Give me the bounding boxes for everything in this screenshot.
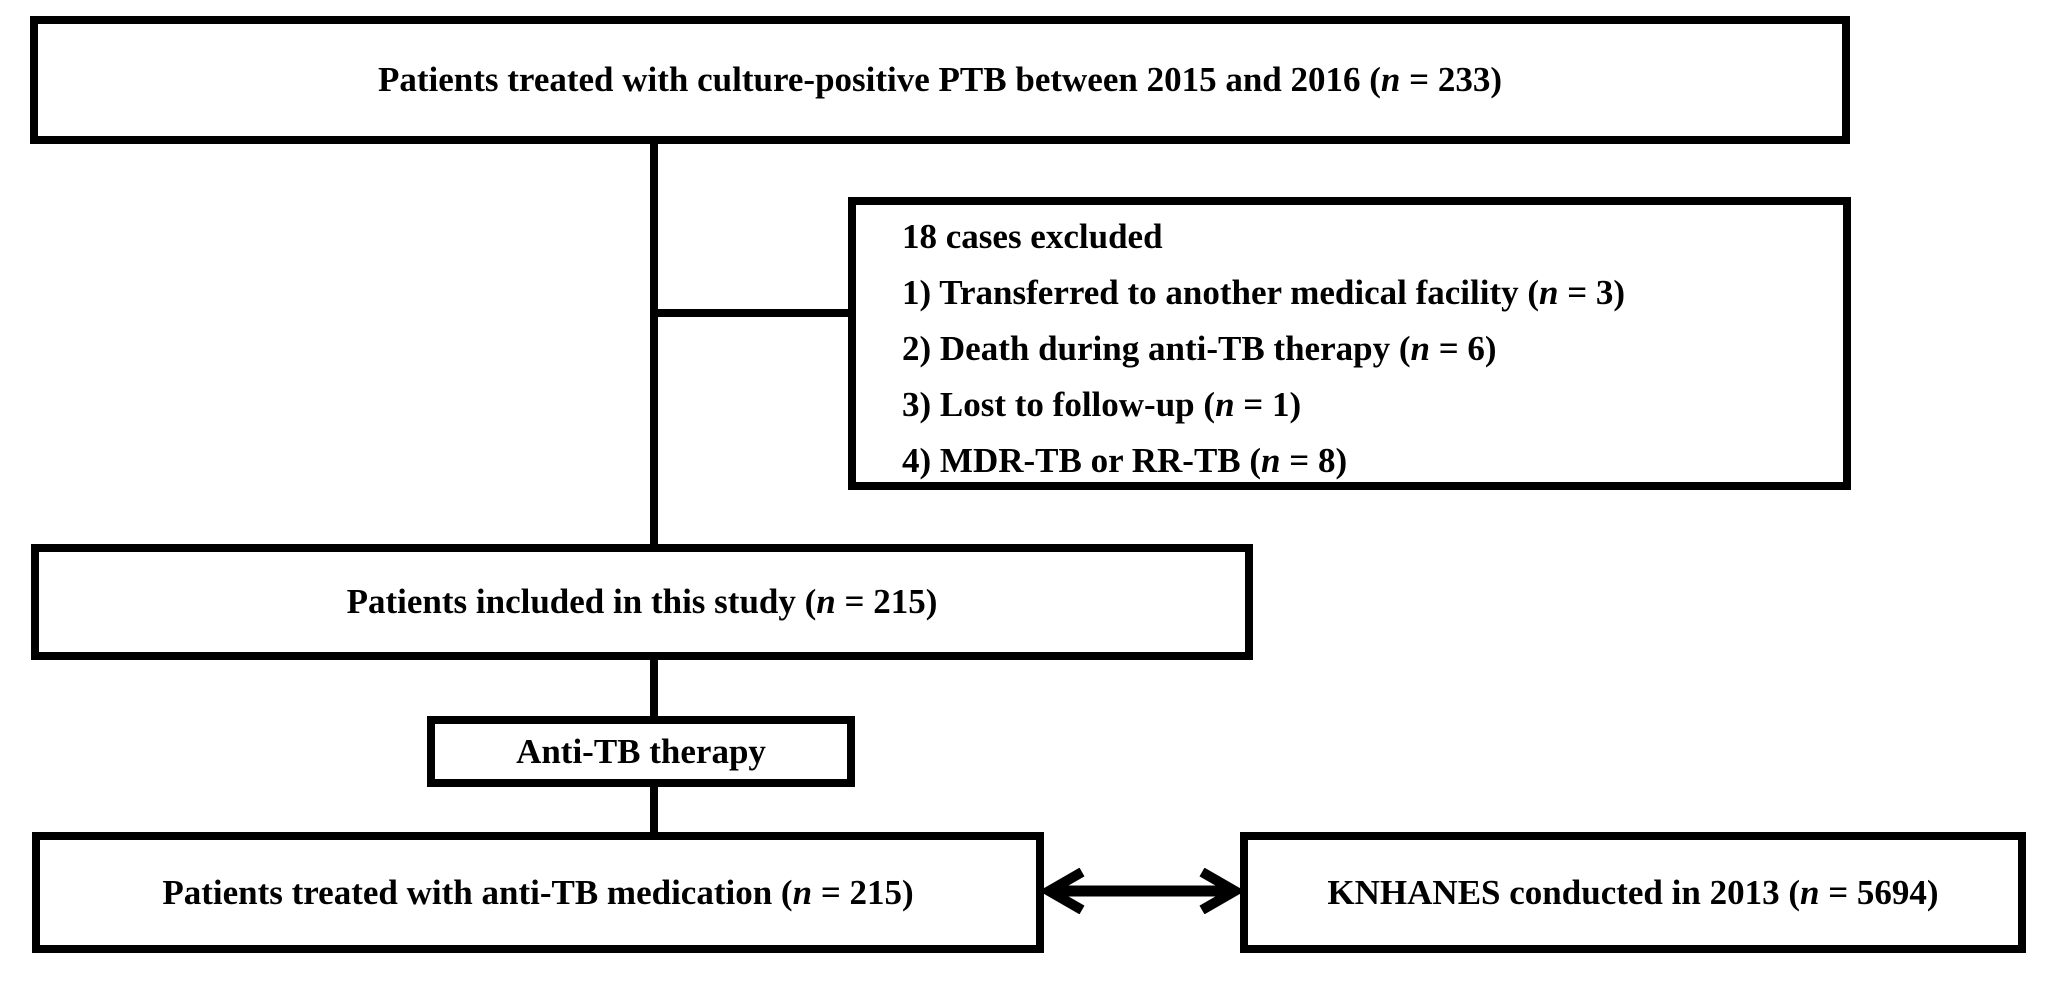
connector-branch-to-excluded	[650, 309, 848, 317]
box-included-patients: Patients included in this study (n = 215…	[31, 544, 1253, 660]
excluded-item-2: 2) Death during anti-TB therapy (n = 6)	[902, 329, 1497, 368]
connector-therapy-to-treated	[650, 787, 658, 833]
connector-included-to-therapy	[650, 660, 658, 717]
knhanes-box-text: KNHANES conducted in 2013 (n = 5694)	[1327, 872, 1939, 912]
box-source-patients: Patients treated with culture-positive P…	[30, 16, 1850, 144]
connector-source-to-included	[650, 144, 658, 545]
box-excluded-cases: 18 cases excluded 1) Transferred to anot…	[848, 197, 1851, 490]
treated-box-text: Patients treated with anti-TB medication…	[162, 872, 914, 912]
excluded-title: 18 cases excluded	[902, 217, 1163, 256]
box-treated-patients: Patients treated with anti-TB medication…	[32, 832, 1044, 953]
excluded-item-3: 3) Lost to follow-up (n = 1)	[902, 385, 1302, 424]
therapy-box-text: Anti-TB therapy	[516, 731, 766, 771]
double-headed-arrow-icon	[1044, 868, 1240, 914]
box-anti-tb-therapy: Anti-TB therapy	[427, 716, 855, 787]
source-box-text: Patients treated with culture-positive P…	[377, 60, 1502, 99]
box-knhanes: KNHANES conducted in 2013 (n = 5694)	[1240, 832, 2026, 953]
included-box-text: Patients included in this study (n = 215…	[346, 582, 938, 621]
excluded-item-4: 4) MDR-TB or RR-TB (n = 8)	[902, 441, 1348, 480]
excluded-item-1: 1) Transferred to another medical facili…	[902, 273, 1626, 312]
